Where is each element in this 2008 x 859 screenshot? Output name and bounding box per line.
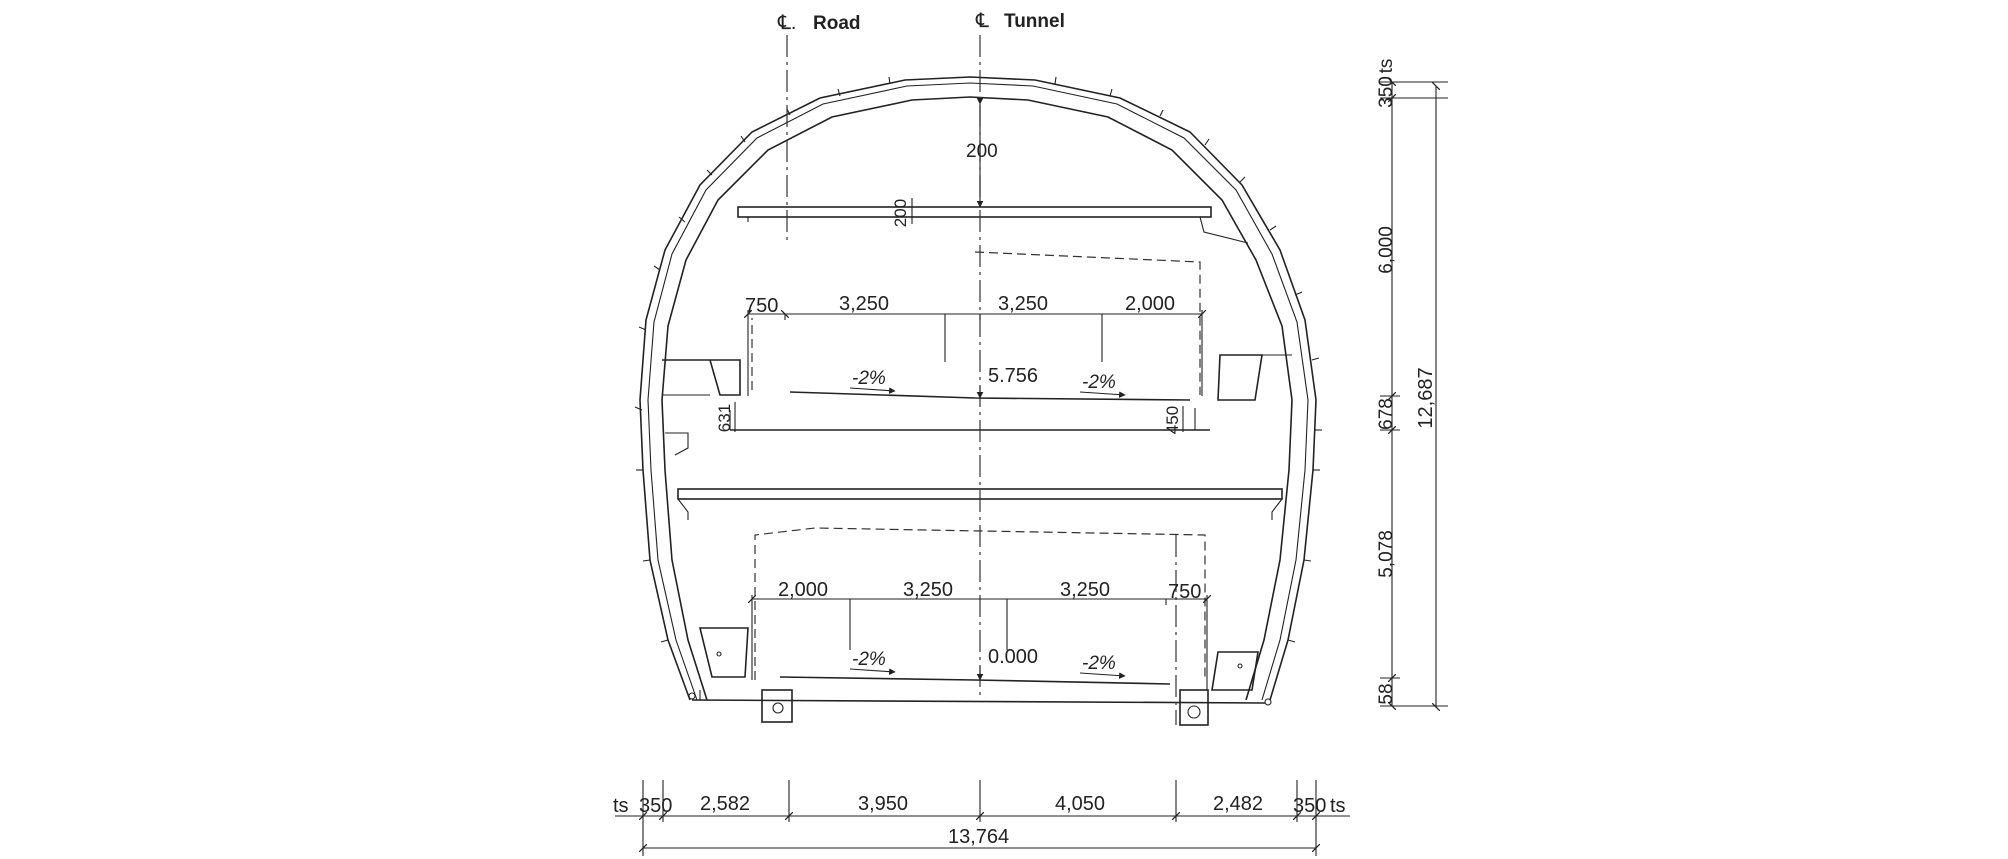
bottom-dim-4050: 4,050 (1055, 793, 1105, 815)
upper-slope-right: -2% (1082, 372, 1116, 393)
ceiling-clearance: 200 (966, 141, 998, 162)
bottom-dimension-chain: ts 350 2,582 3,950 4,050 2,482 350 ts 13… (613, 780, 1350, 856)
tunnel-lining (634, 76, 1322, 701)
drainage-pit-right (1179, 689, 1209, 726)
ceiling-slab-thickness: 200 (891, 199, 910, 227)
lining-outer-2 (647, 82, 1309, 701)
lower-slope-right: -2% (1082, 653, 1116, 674)
lower-deck-dimensions: 2,000 3,250 3,250 750 -2% -2% 0.000 (752, 579, 1207, 690)
upper-right-step: 450 (1163, 406, 1182, 434)
upper-deck-slab-top (789, 391, 1191, 401)
upper-left-step: 631 (715, 404, 734, 432)
lining-outer (639, 76, 1317, 701)
bottom-dim-350-right: 350 (1293, 795, 1326, 817)
upper-deck-dimensions: 750 3,250 3,250 2,000 -2% -2% 5.756 200 … (715, 98, 1202, 434)
lower-slope-left: -2% (852, 649, 886, 670)
upper-width-3: 3,250 (998, 293, 1048, 315)
upper-width-2: 3,250 (839, 293, 889, 315)
lower-width-3: 3,250 (1060, 579, 1110, 601)
bottom-dim-3950: 3,950 (858, 793, 908, 815)
bottom-dim-total: 13,764 (948, 826, 1009, 848)
right-dim-678: 678 (1376, 398, 1397, 430)
lower-deck-slab-top (779, 676, 1171, 685)
lower-width-2: 3,250 (903, 579, 953, 601)
right-dim-350: 350 (1376, 76, 1397, 108)
upper-width-4: 2,000 (1125, 293, 1175, 315)
lower-left-barrier (698, 627, 749, 678)
bottom-dim-2582: 2,582 (700, 793, 750, 815)
bottom-ts-right: ts (1330, 795, 1346, 817)
centerline-road-label: Road (813, 13, 861, 34)
centerline-tunnel-label: Tunnel (1004, 11, 1065, 32)
upper-right-barrier (1217, 354, 1263, 401)
centerline-road: ℄. Road (777, 12, 1177, 725)
right-dim-6000: 6,000 (1376, 226, 1397, 274)
bottom-dim-2482: 2,482 (1213, 793, 1263, 815)
upper-clearance-envelope (751, 251, 1201, 395)
upper-slope-left: -2% (852, 368, 886, 389)
lower-width-4: 750 (1168, 581, 1201, 603)
bottom-ts-left: ts (613, 795, 629, 817)
centerline-tunnel-symbol: ℄ (975, 10, 989, 32)
right-dimension-chain: ts 350 6,000 678 5,078 58 12,687 (1376, 59, 1448, 707)
lower-deck (688, 527, 1272, 726)
lower-right-barrier (1211, 651, 1259, 691)
right-ts-label: ts (1376, 59, 1397, 74)
lower-deck-level: 0.000 (988, 646, 1038, 668)
right-dim-58: 58 (1376, 683, 1397, 704)
centerline-road-symbol: ℄. (777, 12, 796, 34)
upper-deck (662, 251, 1292, 456)
lower-width-1: 2,000 (778, 579, 828, 601)
centerline-tunnel: ℄ Tunnel (975, 10, 1065, 700)
upper-left-barrier (662, 359, 741, 396)
upper-width-1: 750 (745, 295, 778, 317)
rock-anchor-ticks (634, 76, 1322, 643)
right-dim-5078: 5,078 (1376, 530, 1397, 578)
lower-deck-slab-bottom (691, 699, 1266, 704)
lining-inner (661, 96, 1293, 701)
right-dim-total: 12,687 (1415, 367, 1437, 428)
drainage-pit-left (761, 689, 793, 723)
ceiling-slab (737, 206, 1249, 244)
upper-deck-level: 5.756 (988, 365, 1038, 387)
bottom-dim-350-left: 350 (639, 795, 672, 817)
